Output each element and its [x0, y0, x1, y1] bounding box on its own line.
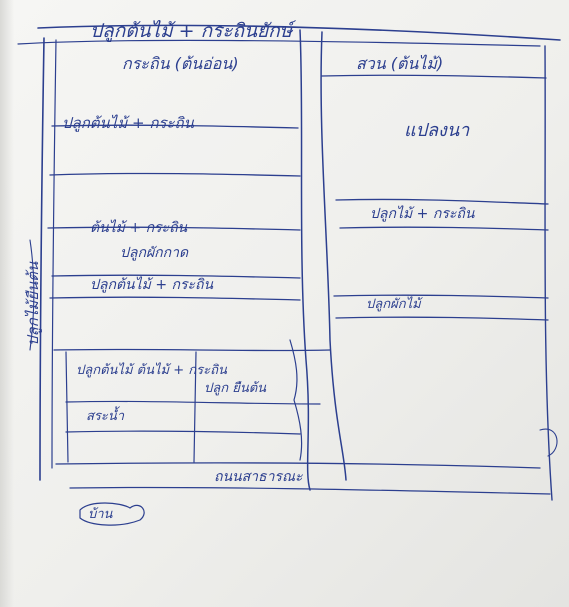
right-row-line-1	[321, 74, 547, 79]
bottom-grid-middle-line	[193, 351, 197, 463]
middle-divider-right	[320, 31, 347, 481]
left-row-line-3	[47, 226, 301, 231]
bottom-grid-left-edge	[65, 351, 69, 463]
left-row-4-sublabel: ปลูกผักกาด	[120, 245, 189, 261]
left-row-line-1	[51, 124, 299, 129]
right-row-line-5	[335, 316, 549, 321]
top-border-line	[37, 24, 561, 41]
left-row-line-4	[51, 274, 301, 279]
left-row-4-label: ต้นไม้ + กระถิน	[90, 220, 188, 236]
right-area-label: แปลงนา	[404, 120, 470, 141]
left-side-label: ปลูกไม้ยืนต้น	[24, 261, 42, 346]
left-row-line-5	[49, 296, 301, 301]
road-bottom-line	[69, 486, 551, 495]
bottom-grid-row-line-2	[65, 430, 301, 435]
bottom-left-label-1: ปลูกต้นไม้ ต้นไม้ + กระถิน	[76, 363, 227, 378]
right-boundary-line	[544, 45, 553, 501]
left-panel-header: กระถิน (ต้นอ่อน)	[122, 54, 239, 73]
left-row-line-6	[53, 348, 331, 352]
left-row-5-label: ปลูกต้นไม้ + กระถิน	[90, 277, 214, 293]
right-row-line-3	[339, 226, 549, 231]
left-row-line-2	[49, 172, 301, 177]
left-row-1-label: ปลูกต้นไม้ + กระถิน	[62, 114, 194, 132]
middle-divider-left	[299, 29, 311, 491]
bottom-grid-row-line-1	[65, 400, 321, 405]
page-title: ปลูกต้นไม้ + กระถินยักษ์	[90, 20, 293, 42]
top-border-line-2	[17, 39, 541, 47]
left-boundary-line	[39, 37, 45, 481]
bottom-grid-baseline	[55, 462, 541, 469]
side-bracket	[29, 239, 35, 351]
right-row-1-label: ปลูกไม้ + กระถิน	[370, 206, 475, 222]
bottom-left-label-3: สระน้ำ	[86, 409, 125, 424]
corner-note: บ้าน	[88, 507, 113, 522]
bottom-left-label-2: ปลูก ยืนต้น	[204, 381, 267, 396]
divider-scribble	[289, 339, 303, 461]
right-row-line-2	[335, 198, 549, 205]
right-row-2-label: ปลูกผักไม้	[366, 297, 421, 312]
right-row-line-4	[333, 294, 549, 299]
right-panel-header: สวน (ต้นไม้)	[356, 54, 444, 73]
right-edge-scribble	[539, 428, 558, 457]
house-outline-scribble	[79, 502, 145, 526]
left-boundary-inner	[51, 39, 57, 469]
paper-edge-shadow	[0, 0, 14, 607]
road-label: ถนนสาธารณะ	[214, 469, 303, 485]
